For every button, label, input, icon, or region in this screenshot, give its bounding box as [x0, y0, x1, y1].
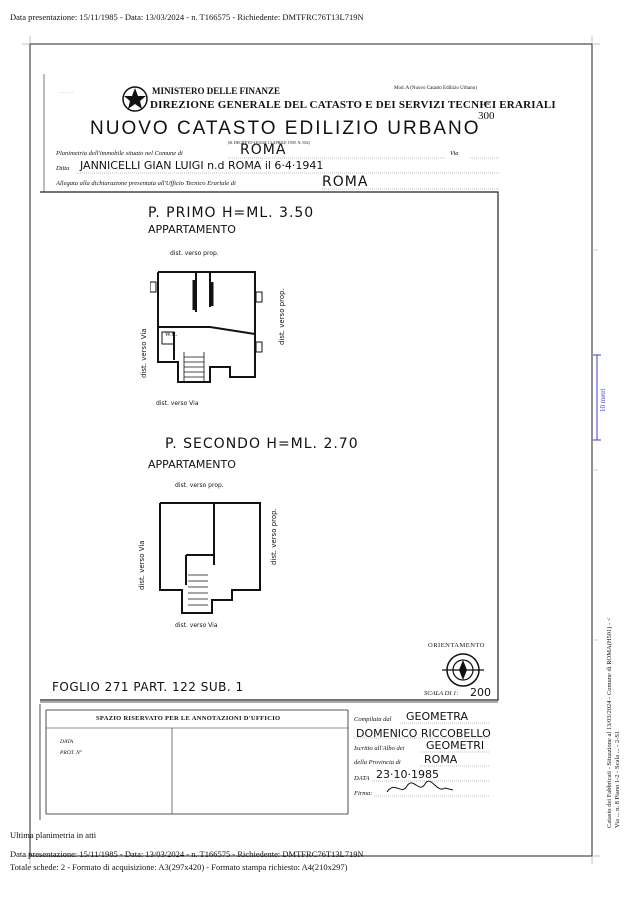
floor1-subtitle: APPARTAMENTO: [148, 223, 236, 236]
ditta-value: JANNICELLI GIAN LUIGI n.d ROMA il 6·4·19…: [80, 159, 324, 172]
ditta-label: Ditta: [56, 165, 70, 172]
lire-label: Lire: [480, 101, 490, 107]
scala-label: SCALA DI 1:: [424, 690, 459, 697]
albo-value: GEOMETRI: [426, 739, 485, 752]
ufficio-data-label: DATA: [60, 739, 74, 745]
ufficio-value: ROMA: [322, 174, 369, 190]
scale-bar-label: 10 metri: [599, 388, 607, 412]
right-side-note-2: Via ... n. 8 Piano 1-2 - Scala ... - 2-S…: [614, 730, 621, 828]
compilata-label: Compilata dal: [354, 716, 392, 723]
emblem-icon: [122, 86, 148, 112]
floor2-dist-bottom: dist. verso Via: [175, 622, 218, 629]
footer-line-1: Data presentazione: 15/11/1985 - Data: 1…: [10, 849, 364, 859]
compiler-title: GEOMETRA: [406, 710, 469, 723]
floor2-plan: [159, 502, 261, 614]
comune-value: ROMA: [240, 142, 287, 158]
provincia-value: ROMA: [424, 753, 458, 766]
mod-label: Mod. A (Nuovo Catasto Edilizio Urbano): [394, 86, 477, 91]
floor2-title: P. SECONDO H=ML. 2.70: [165, 436, 359, 452]
orientamento-label: ORIENTAMENTO: [428, 642, 485, 649]
floor2-subtitle: APPARTAMENTO: [148, 458, 236, 471]
ufficio-box-title: SPAZIO RISERVATO PER LE ANNOTAZIONI D'UF…: [96, 715, 281, 722]
form-code-mark: ····· ·····: [60, 90, 75, 95]
ultima-planimetria: Ultima planimetria in atti: [10, 830, 97, 840]
scala-value: 200: [470, 686, 491, 699]
signature-icon: [386, 780, 454, 793]
lire-value: 300: [478, 110, 495, 122]
top-header-line: Data presentazione: 15/11/1985 - Data: 1…: [10, 12, 364, 22]
ministero-label: MINISTERO DELLE FINANZE: [152, 86, 281, 96]
via-label: Via: [450, 150, 459, 157]
header-underlines: [76, 157, 500, 190]
compass-icon: [442, 653, 484, 687]
floor1-dist-top: dist. verso prop.: [170, 250, 219, 257]
floor1-dist-bottom: dist. verso Via: [156, 400, 199, 407]
firma-label: Firma:: [354, 790, 373, 797]
provincia-label: della Provincia di: [354, 759, 401, 766]
floor2-dist-top: dist. verso prop.: [175, 482, 224, 489]
data-label: DATA: [354, 775, 370, 782]
allegata-label: Allegata alla dichiarazione presentata a…: [56, 180, 236, 187]
right-side-note: Catasto dei Fabbricati - Situazione al 1…: [606, 617, 613, 828]
data-value: 23·10·1985: [376, 768, 439, 781]
foglio-reference: FOGLIO 271 PART. 122 SUB. 1: [52, 680, 244, 694]
iscritto-label: Iscritto all'Albo dei: [354, 745, 405, 752]
form-title: NUOVO CATASTO EDILIZIO URBANO: [90, 118, 481, 139]
planimetria-label: Planimetria dell'immobile situato nel Co…: [56, 150, 183, 157]
ufficio-prot-label: PROT. N°: [60, 750, 82, 756]
compiler-name: DOMENICO RICCOBELLO: [356, 727, 491, 740]
direzione-label: DIREZIONE GENERALE DEL CATASTO E DEI SER…: [150, 99, 556, 111]
floor1-title: P. PRIMO H=ML. 3.50: [148, 205, 315, 221]
decree-label: (R. DECRETO-LEGGE 13 APRILE 1939, N. 652…: [228, 140, 310, 145]
floor1-plan: [150, 271, 263, 383]
floor1-wc-label: W.C.: [165, 332, 178, 338]
footer-line-2: Totale schede: 2 - Formato di acquisizio…: [10, 862, 348, 872]
